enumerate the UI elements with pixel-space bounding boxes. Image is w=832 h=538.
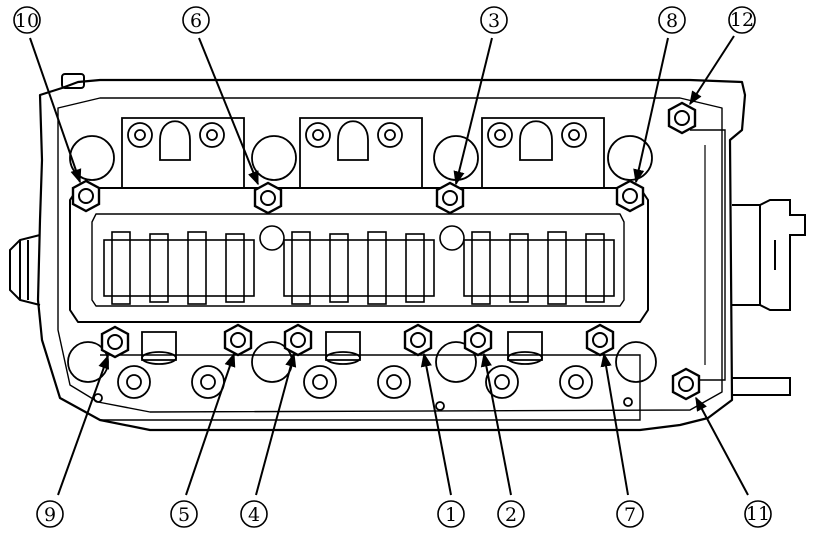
svg-text:3: 3 xyxy=(488,10,500,32)
callout-9: 9 xyxy=(36,500,64,528)
callout-11: 11 xyxy=(744,500,772,528)
leader-7 xyxy=(600,352,629,496)
callout-10: 10 xyxy=(13,6,41,34)
svg-text:9: 9 xyxy=(44,504,56,526)
leader-2 xyxy=(480,352,512,496)
bolt-2 xyxy=(463,323,493,357)
callout-4: 4 xyxy=(240,500,268,528)
bolt-12 xyxy=(667,101,697,135)
svg-text:4: 4 xyxy=(248,504,260,526)
leader-12 xyxy=(689,35,735,106)
bolt-3 xyxy=(435,181,465,215)
callout-3: 3 xyxy=(480,6,508,34)
bolt-4 xyxy=(283,323,313,357)
callout-5: 5 xyxy=(170,500,198,528)
leader-11 xyxy=(695,396,749,496)
bolt-8 xyxy=(615,179,645,213)
svg-text:5: 5 xyxy=(178,504,190,526)
bolt-5 xyxy=(223,323,253,357)
svg-text:6: 6 xyxy=(190,10,202,32)
camshaft xyxy=(103,225,615,305)
svg-text:8: 8 xyxy=(666,10,678,32)
left-nose xyxy=(9,73,85,306)
bolt-10 xyxy=(71,179,101,213)
bolt-7 xyxy=(585,323,615,357)
bolt-11 xyxy=(671,367,701,401)
bolt-6 xyxy=(253,181,283,215)
right-gear-housing xyxy=(690,129,806,396)
callout-8: 8 xyxy=(658,6,686,34)
svg-text:10: 10 xyxy=(15,10,39,32)
callout-2: 2 xyxy=(497,500,525,528)
upper-caps xyxy=(69,117,653,189)
callout-1: 1 xyxy=(437,500,465,528)
leader-4 xyxy=(255,352,297,496)
leader-5 xyxy=(185,352,236,496)
leader-9 xyxy=(57,354,110,496)
bolt-1 xyxy=(403,323,433,357)
callout-7: 7 xyxy=(616,500,644,528)
leader-3 xyxy=(453,37,493,186)
leader-10 xyxy=(29,37,82,184)
head-bolts xyxy=(71,101,701,401)
leader-lines xyxy=(29,35,749,496)
svg-text:7: 7 xyxy=(624,504,636,526)
svg-text:2: 2 xyxy=(505,504,517,526)
callout-12: 12 xyxy=(728,6,756,34)
leader-8 xyxy=(633,37,669,184)
lower-caps xyxy=(67,331,657,421)
leader-1 xyxy=(420,352,452,496)
callout-6: 6 xyxy=(182,6,210,34)
svg-text:12: 12 xyxy=(730,9,754,31)
svg-text:11: 11 xyxy=(746,503,770,525)
leader-6 xyxy=(198,37,259,186)
svg-text:1: 1 xyxy=(445,504,457,526)
callout-labels: 10 6 3 8 12 9 5 4 1 2 7 11 xyxy=(13,6,772,528)
bolt-9 xyxy=(100,325,130,359)
